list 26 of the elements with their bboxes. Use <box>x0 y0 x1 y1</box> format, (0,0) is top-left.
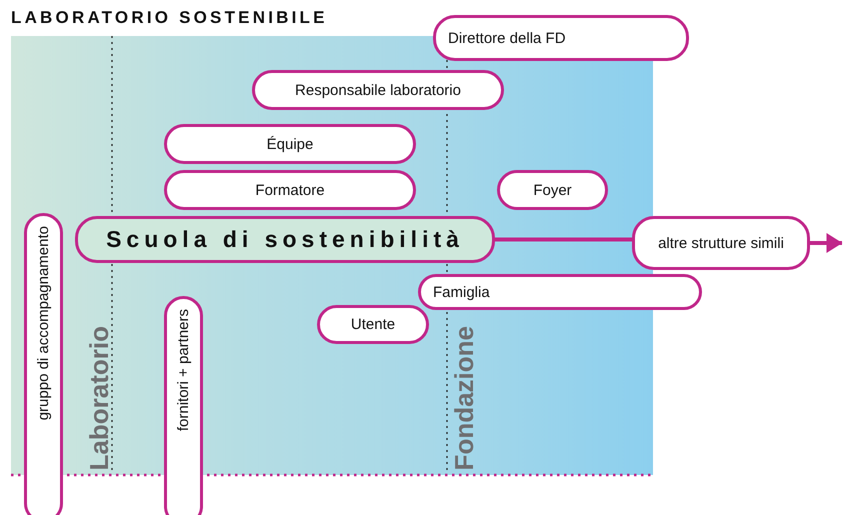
role-pill <box>497 170 608 210</box>
role-pill <box>164 296 203 515</box>
connector-arrow <box>810 233 842 253</box>
role-pill <box>317 305 429 344</box>
role-pill <box>252 70 504 110</box>
node-label: Famiglia <box>433 284 490 300</box>
role-pill <box>433 15 689 61</box>
node-label: Équipe <box>266 136 314 152</box>
node-label: altre strutture simili <box>658 234 784 252</box>
node-label: Responsabile laboratorio <box>295 82 461 98</box>
role-pill <box>164 170 416 210</box>
title: LABORATORIO SOSTENIBILE <box>11 8 328 28</box>
node-label: Formatore <box>255 182 325 198</box>
role-pill <box>632 216 810 270</box>
node-label: Foyer <box>533 182 572 198</box>
main-node <box>75 216 495 263</box>
region-label: Fondazione <box>449 326 480 470</box>
node-label: Scuola di sostenibilità <box>106 226 464 253</box>
role-pill <box>164 124 416 164</box>
node-label: fornitori + partners <box>175 309 192 432</box>
role-pill <box>418 274 702 310</box>
node-label: gruppo di accompagnamento <box>35 226 52 420</box>
node-label: Direttore della FD <box>448 30 566 46</box>
node-label: Utente <box>350 316 396 333</box>
role-pill <box>24 213 63 515</box>
region-label: Laboratorio <box>84 326 115 470</box>
